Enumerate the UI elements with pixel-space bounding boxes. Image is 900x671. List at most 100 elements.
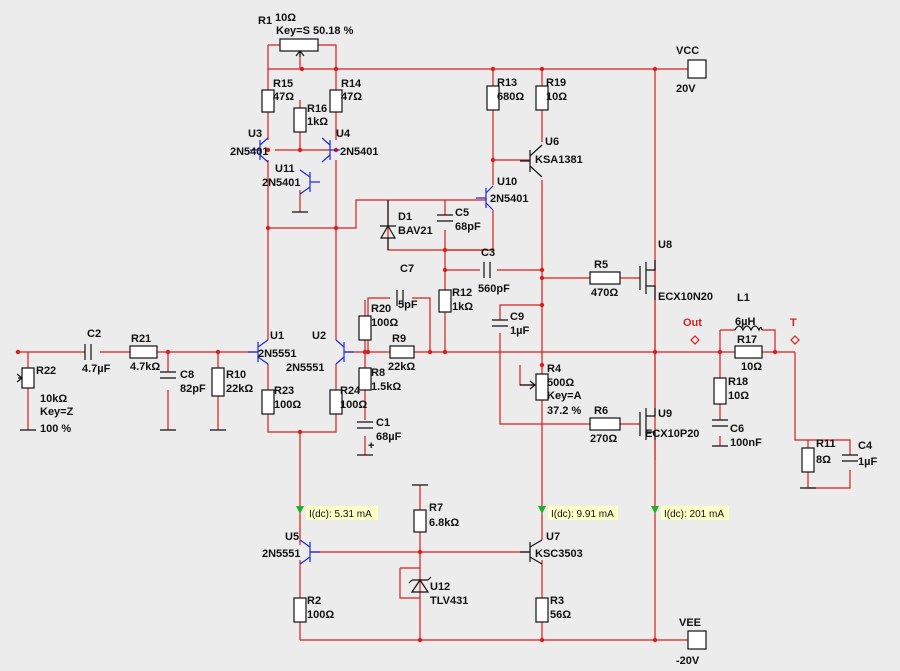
r7-value: 6.8kΩ <box>429 517 459 529</box>
r6-value: 270Ω <box>590 433 617 445</box>
probe-arrows <box>296 506 659 514</box>
r22-value: 10kΩ <box>40 393 67 405</box>
u4-part: 2N5401 <box>340 146 379 158</box>
r2-ref: R2 <box>307 595 321 607</box>
out-node-marker <box>690 335 700 345</box>
c9-value: 1µF <box>510 325 529 337</box>
r22-percent: 100 % <box>40 423 71 435</box>
r1-value: 10Ω <box>275 12 296 24</box>
c4-value: 1µF <box>858 456 877 468</box>
r24-ref: R24 <box>340 385 361 397</box>
vee-value: -20V <box>676 655 700 667</box>
u1-part: 2N5551 <box>258 348 297 360</box>
c2-ref: C2 <box>87 328 101 340</box>
capacitor-c2 <box>84 344 92 360</box>
r6-ref: R6 <box>594 405 608 417</box>
r4-percent: 37.2 % <box>547 405 581 417</box>
zener-u12 <box>408 576 432 593</box>
u9-ref: U9 <box>658 408 672 420</box>
c6-value: 100nF <box>730 437 762 449</box>
vcc-value: 20V <box>676 83 696 95</box>
vee-name: VEE <box>679 617 701 629</box>
r18-ref: R18 <box>728 376 748 388</box>
svg-text:+: + <box>368 440 374 452</box>
u5-part: 2N5551 <box>262 548 301 560</box>
r16-value: 1kΩ <box>307 116 328 128</box>
potentiometer-r22 <box>21 367 35 389</box>
ground-symbols <box>20 211 816 489</box>
resistor-r23 <box>261 389 275 415</box>
r8-ref: R8 <box>371 367 385 379</box>
u2-part: 2N5551 <box>286 362 325 374</box>
resistor-r17 <box>734 345 763 359</box>
resistor-r15 <box>261 89 275 113</box>
r20-ref: R20 <box>371 303 391 315</box>
r23-ref: R23 <box>274 385 294 397</box>
c5-ref: C5 <box>455 207 469 219</box>
c3-value: 560pF <box>478 283 510 295</box>
l1-value: 6µH <box>735 316 755 328</box>
r13-ref: R13 <box>497 77 517 89</box>
resistor-r10 <box>211 367 225 397</box>
u6-ref: U6 <box>545 136 559 148</box>
capacitor-symbols <box>84 214 858 462</box>
u7-part: KSC3503 <box>535 548 583 560</box>
supply-boxes <box>687 59 707 650</box>
u12-ref: U12 <box>430 581 450 593</box>
potentiometer-r1 <box>279 38 319 52</box>
r17-ref: R17 <box>737 334 757 346</box>
u1-ref: U1 <box>270 330 284 342</box>
resistor-r12 <box>438 289 452 313</box>
u10-part: 2N5401 <box>490 193 529 205</box>
c4-ref: C4 <box>858 440 873 452</box>
resistor-r2 <box>293 597 307 623</box>
u11-part: 2N5401 <box>262 177 301 189</box>
resistor-r3 <box>535 597 549 623</box>
r9-ref: R9 <box>392 333 406 345</box>
r4-key: Key=A <box>547 390 582 402</box>
capacitor-c3 <box>483 262 491 278</box>
r15-value: 47Ω <box>273 91 294 103</box>
r1-key: Key=S 50.18 % <box>276 25 354 37</box>
r21-value: 4.7kΩ <box>130 361 160 373</box>
resistor-r19 <box>535 85 549 111</box>
capacitor-c9 <box>492 319 508 327</box>
inductor-l1 <box>734 325 763 332</box>
r21-ref: R21 <box>131 333 151 345</box>
capacitor-c5 <box>437 214 453 222</box>
r19-ref: R19 <box>546 77 566 89</box>
c3-ref: C3 <box>481 247 495 259</box>
resistor-r13 <box>486 85 500 111</box>
probe-label-u5: I(dc): 5.31 mA <box>309 509 372 520</box>
labels: R1 10Ω Key=S 50.18 % R15 47Ω R14 47Ω R16… <box>36 12 877 667</box>
r9-value: 22kΩ <box>388 361 415 373</box>
u8-ref: U8 <box>658 239 672 251</box>
resistor-r18 <box>713 377 727 405</box>
vcc-name: VCC <box>676 45 699 57</box>
r7-ref: R7 <box>429 502 443 514</box>
r11-value: 8Ω <box>816 454 831 466</box>
c7-ref: C7 <box>400 263 414 275</box>
resistor-symbols <box>16 38 815 623</box>
t-node-label: T <box>790 317 797 329</box>
c5-value: 68pF <box>455 221 481 233</box>
c8-value: 82pF <box>180 383 206 395</box>
l1-ref: L1 <box>737 292 750 304</box>
u11-ref: U11 <box>275 163 295 175</box>
resistor-r11 <box>801 447 815 473</box>
r18-value: 10Ω <box>728 390 749 402</box>
probe-label-backgrounds <box>306 506 729 520</box>
u9-part: ECX10P20 <box>645 428 699 440</box>
t-node-marker <box>790 335 800 345</box>
r14-value: 47Ω <box>341 91 362 103</box>
c2-value: 4.7µF <box>82 363 111 375</box>
potentiometer-r4 <box>535 373 549 401</box>
resistor-r16 <box>293 107 307 133</box>
u5-ref: U5 <box>285 531 299 543</box>
u3-part: 2N5401 <box>230 146 269 158</box>
r8-value: 1.5kΩ <box>371 381 401 393</box>
node-markers <box>690 335 800 345</box>
probe-label-u7: I(dc): 9.91 mA <box>551 509 614 520</box>
